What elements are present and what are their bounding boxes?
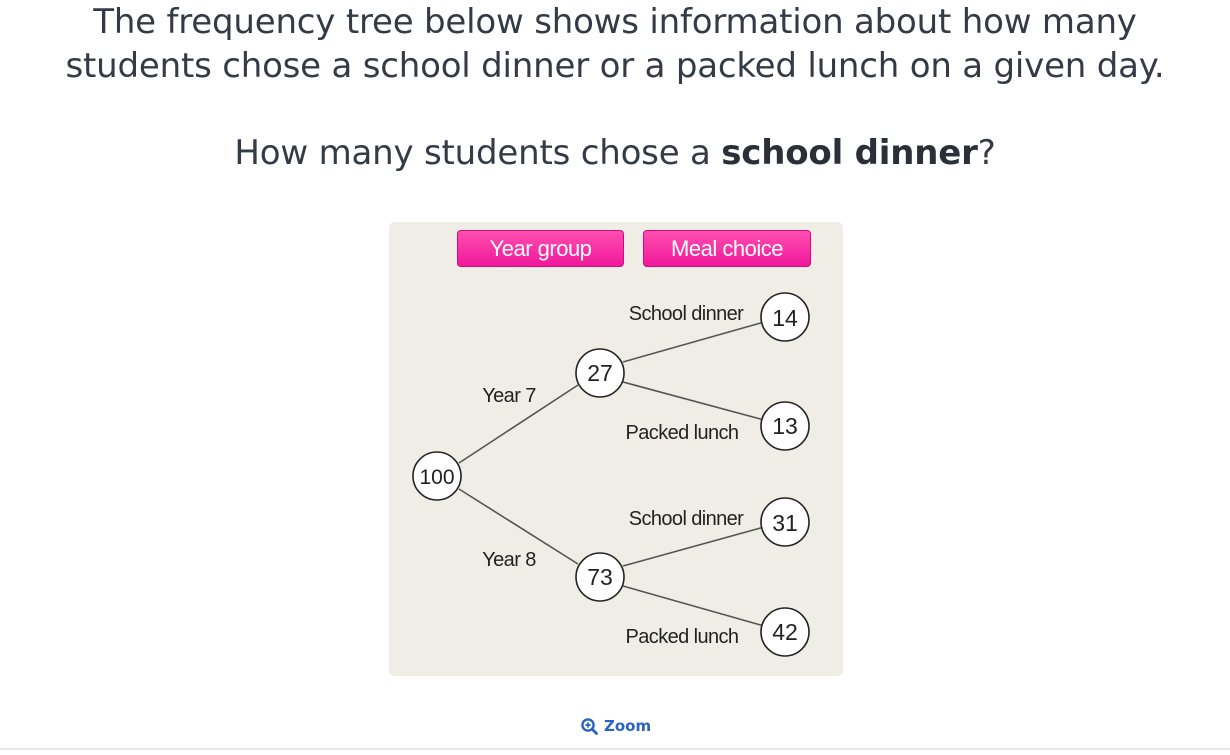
question-line-1: The frequency tree below shows informati…	[93, 2, 1137, 42]
node-root	[412, 451, 462, 501]
zoom-button[interactable]: Zoom	[581, 714, 651, 738]
branch-root-year7	[458, 384, 579, 464]
question-ask: How many students chose a school dinner?	[0, 131, 1230, 175]
tree-branches	[458, 321, 765, 627]
branch-root-year8	[458, 488, 579, 565]
root-value: 100	[419, 466, 454, 489]
frequency-tree-panel	[389, 222, 843, 676]
year8-value: 73	[587, 564, 613, 590]
ask-prefix: How many students chose a	[234, 133, 722, 173]
node-year8-packed-lunch	[760, 607, 810, 657]
year8-school-dinner-label: School dinner	[629, 508, 744, 530]
year7-packed-lunch-label: Packed lunch	[626, 422, 739, 444]
branch-year7-packed-lunch	[622, 381, 765, 421]
year8-school-dinner-value: 31	[772, 510, 798, 536]
ask-emphasis: school dinner	[721, 133, 978, 173]
year8-packed-lunch-value: 42	[772, 619, 798, 645]
zoom-in-icon	[581, 717, 598, 735]
zoom-label: Zoom	[604, 717, 652, 735]
year8-label: Year 8	[482, 549, 536, 571]
header-meal-choice: Meal choice	[643, 230, 811, 267]
node-year7-packed-lunch	[760, 401, 810, 451]
branch-year7-school-dinner	[622, 321, 765, 363]
branch-year8-school-dinner	[622, 526, 765, 567]
branch-year8-packed-lunch	[622, 585, 765, 627]
node-year7-school-dinner	[760, 292, 810, 342]
ask-suffix: ?	[977, 133, 996, 173]
divider	[0, 748, 1230, 750]
question-text: The frequency tree below shows informati…	[0, 0, 1230, 88]
year8-packed-lunch-label: Packed lunch	[626, 626, 739, 648]
question-line-2: students chose a school dinner or a pack…	[65, 46, 1165, 86]
node-year8-school-dinner	[760, 497, 810, 547]
year7-label: Year 7	[482, 385, 536, 407]
year7-value: 27	[587, 360, 613, 386]
node-year7	[575, 348, 625, 398]
year7-school-dinner-label: School dinner	[629, 303, 744, 325]
header-year-group: Year group	[457, 230, 624, 267]
node-year8	[575, 552, 625, 602]
year7-packed-lunch-value: 13	[772, 413, 798, 439]
year7-school-dinner-value: 14	[772, 305, 798, 331]
